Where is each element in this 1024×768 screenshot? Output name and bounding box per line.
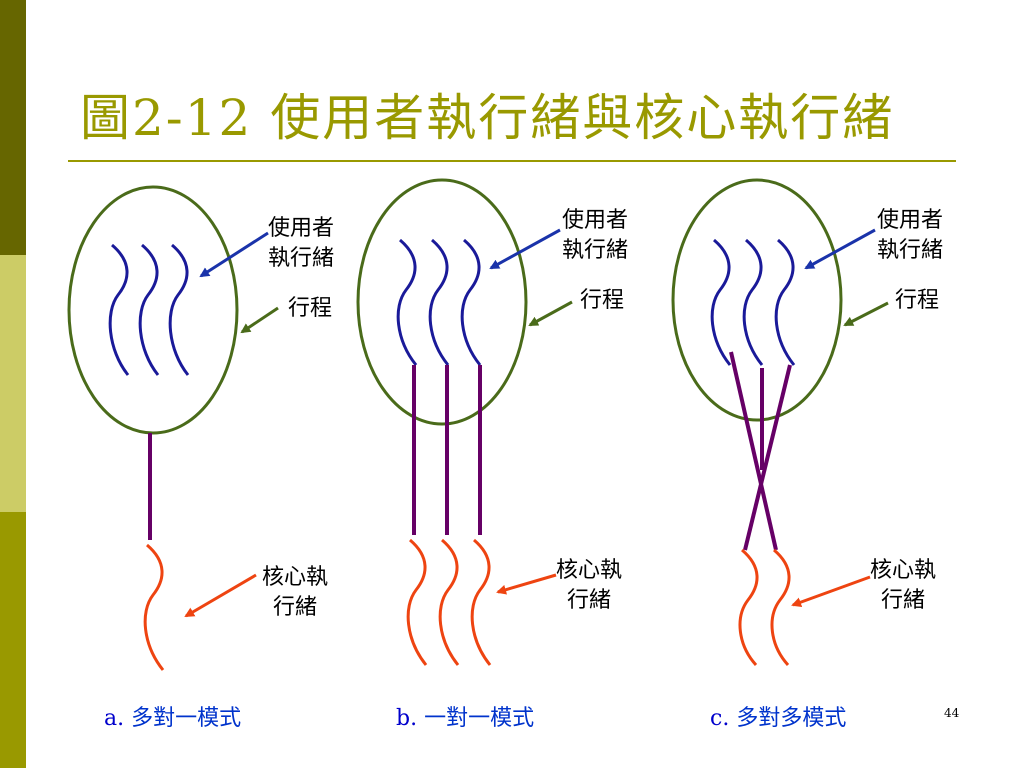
label-kernel-thread-c: 核心執 行緒: [870, 556, 936, 616]
label-kernel-thread-c-line1: 核心執: [870, 558, 937, 583]
arrow-process-a: [240, 306, 279, 334]
kernel-thread-b2: [438, 538, 460, 666]
arrow-user-thread-a: [199, 231, 269, 278]
process-ellipse-b: [356, 178, 528, 426]
arrow-kernel-thread-a: [184, 573, 257, 618]
model-a: [67, 185, 279, 671]
slide-title: 圖2-12 使用者執行緒與核心執行緒: [80, 89, 895, 147]
label-process-a: 行程: [288, 296, 333, 321]
kernel-thread-b3: [470, 538, 492, 666]
label-kernel-thread-a-line1: 核心執: [262, 565, 329, 590]
caption-c-prefix: c.: [710, 706, 730, 731]
sidebar-block-mid: [0, 512, 26, 768]
label-user-thread-b-line2: 執行緒: [562, 238, 629, 263]
label-kernel-thread-a-line2: 行緒: [273, 595, 318, 620]
arrow-kernel-thread-c: [791, 575, 871, 607]
sidebar-block-dark: [0, 0, 26, 255]
caption-a-prefix: a.: [104, 706, 125, 731]
process-ellipse-a: [67, 185, 239, 435]
label-kernel-thread-b: 核心執 行緒: [556, 556, 622, 616]
model-c: [671, 178, 889, 667]
caption-b-text: 一對一模式: [424, 706, 535, 731]
arrow-kernel-thread-b: [496, 573, 557, 595]
user-thread-b2: [428, 238, 450, 366]
user-thread-a2: [138, 243, 160, 376]
page-number: 44: [944, 706, 960, 720]
label-user-thread-b: 使用者 執行緒: [562, 206, 628, 266]
arrow-process-b: [528, 300, 573, 327]
label-kernel-thread-b-line2: 行緒: [567, 588, 612, 613]
sidebar-block-light: [0, 255, 26, 512]
user-thread-c1: [710, 238, 732, 366]
connector-c3: [743, 364, 792, 551]
label-kernel-thread-a: 核心執 行緒: [262, 563, 328, 623]
user-thread-a3: [168, 243, 190, 376]
label-kernel-thread-c-line2: 行緒: [881, 588, 926, 613]
process-ellipse-c: [671, 178, 843, 422]
user-thread-b1: [396, 238, 418, 366]
arrow-process-c: [843, 301, 889, 327]
label-user-thread-a: 使用者 執行緒: [268, 214, 334, 274]
user-thread-b3: [460, 238, 482, 366]
label-process-c: 行程: [895, 288, 940, 313]
caption-b-prefix: b.: [396, 706, 418, 731]
user-thread-a1: [108, 243, 130, 376]
label-user-thread-b-line1: 使用者: [562, 208, 629, 233]
title-divider: [68, 160, 956, 162]
model-b: [356, 178, 573, 666]
user-thread-c2: [742, 238, 764, 366]
kernel-thread-c1: [738, 548, 759, 667]
arrow-user-thread-b: [489, 228, 561, 270]
caption-c-text: 多對多模式: [736, 706, 847, 731]
kernel-thread-c2: [770, 548, 791, 667]
sidebar-stripe: [0, 0, 26, 768]
caption-a-text: 多對一模式: [131, 706, 242, 731]
connector-c1: [729, 351, 778, 551]
kernel-thread-b1: [406, 538, 428, 666]
label-user-thread-a-line2: 執行緒: [268, 246, 335, 271]
user-thread-c3: [774, 238, 796, 366]
label-user-thread-a-line1: 使用者: [268, 216, 335, 241]
label-kernel-thread-b-line1: 核心執: [556, 558, 623, 583]
label-user-thread-c: 使用者 執行緒: [877, 206, 943, 266]
caption-b: b. 一對一模式: [396, 700, 534, 732]
arrow-user-thread-c: [804, 228, 876, 270]
caption-c: c. 多對多模式: [710, 700, 846, 732]
label-process-b: 行程: [580, 288, 625, 313]
caption-a: a. 多對一模式: [104, 700, 241, 732]
label-user-thread-c-line2: 執行緒: [877, 238, 944, 263]
kernel-thread-a: [143, 543, 165, 671]
label-user-thread-c-line1: 使用者: [877, 208, 944, 233]
